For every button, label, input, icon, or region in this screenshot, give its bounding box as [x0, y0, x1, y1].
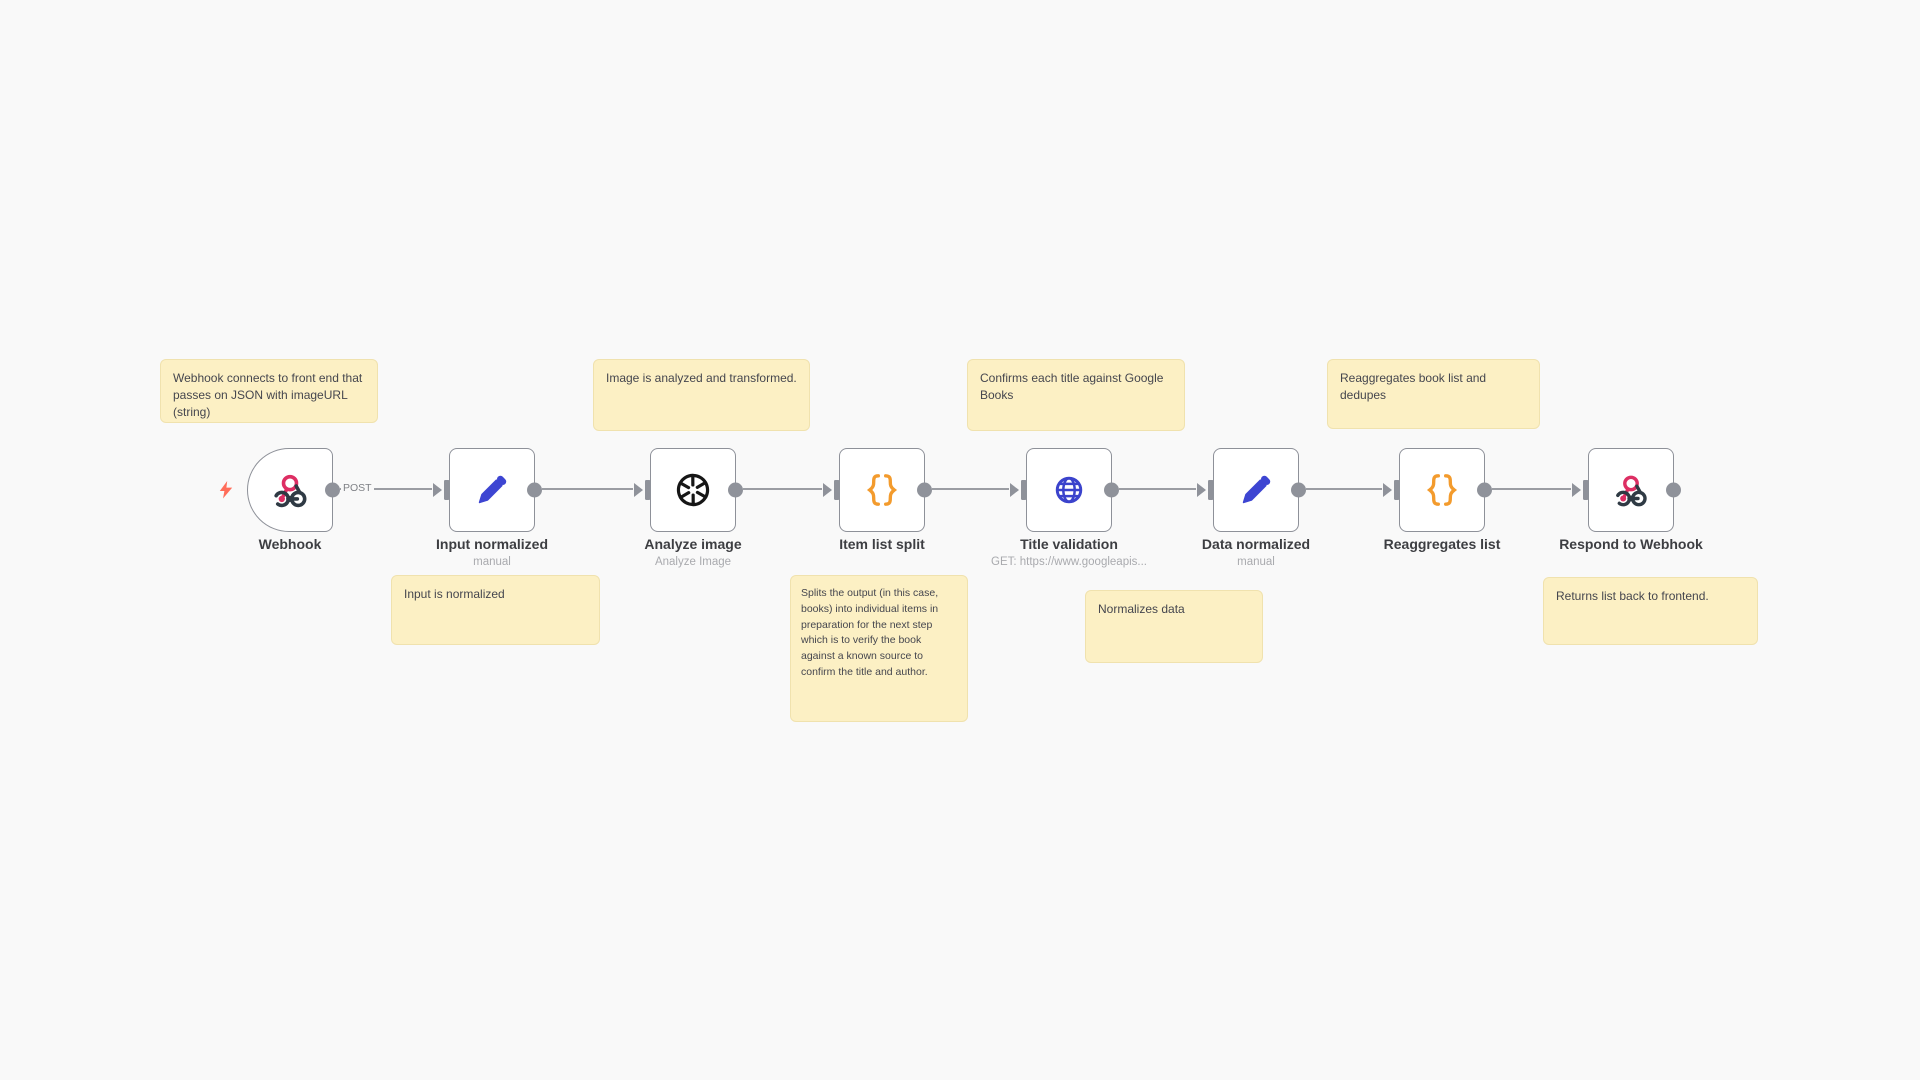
workflow-node-data-normalized[interactable]: Data normalized manual	[1197, 448, 1310, 568]
connection-data-reagg[interactable]	[1306, 488, 1382, 491]
webhook-icon	[269, 469, 311, 511]
node-label: Data normalized	[1201, 536, 1311, 552]
connection-input-analyze[interactable]	[542, 488, 633, 491]
sticky-note-webhook[interactable]: Webhook connects to front end that passe…	[160, 359, 378, 423]
sticky-note-returns-list[interactable]: Returns list back to frontend.	[1543, 577, 1758, 645]
braces-icon	[1421, 469, 1463, 511]
node-label: Respond to Webhook	[1559, 536, 1703, 552]
connection-reagg-respond[interactable]	[1492, 488, 1571, 491]
output-port[interactable]	[1477, 482, 1492, 498]
workflow-node-input-normalized[interactable]: Input normalized manual	[433, 448, 548, 568]
braces-icon	[861, 469, 903, 511]
workflow-node-item-list-split[interactable]: Item list split	[823, 448, 932, 552]
output-port[interactable]	[325, 482, 340, 498]
input-port[interactable]	[1197, 478, 1214, 502]
output-port[interactable]	[1291, 482, 1306, 498]
input-port[interactable]	[1383, 478, 1400, 502]
workflow-node-webhook[interactable]: Webhook	[219, 448, 340, 552]
node-subtitle: manual	[1237, 556, 1275, 568]
pencil-icon	[1236, 470, 1276, 510]
output-port[interactable]	[527, 482, 542, 498]
input-port[interactable]	[823, 478, 840, 502]
connection-analyze-split[interactable]	[743, 488, 822, 491]
output-port[interactable]	[728, 482, 743, 498]
workflow-node-respond-to-webhook[interactable]: Respond to Webhook	[1559, 448, 1703, 552]
sticky-note-split[interactable]: Splits the output (in this case, books) …	[790, 575, 968, 722]
connection-title-data[interactable]	[1119, 488, 1196, 491]
node-subtitle: manual	[473, 556, 511, 568]
sticky-note-normalizes-data[interactable]: Normalizes data	[1085, 590, 1263, 663]
globe-icon	[1048, 469, 1090, 511]
sticky-note-reaggregate[interactable]: Reaggregates book list and dedupes	[1327, 359, 1540, 429]
output-port[interactable]	[1666, 482, 1681, 498]
trigger-bolt-icon	[219, 481, 233, 499]
sticky-note-input-normalized[interactable]: Input is normalized	[391, 575, 600, 645]
node-label: Reaggregates list	[1383, 536, 1501, 552]
node-subtitle: Analyze Image	[654, 556, 732, 568]
output-port[interactable]	[917, 482, 932, 498]
input-port[interactable]	[1010, 478, 1027, 502]
sticky-note-analyze[interactable]: Image is analyzed and transformed.	[593, 359, 810, 431]
webhook-icon	[1611, 470, 1651, 510]
workflow-node-reaggregates-list[interactable]: Reaggregates list	[1383, 448, 1500, 552]
openai-icon	[671, 468, 715, 512]
input-port[interactable]	[1572, 478, 1589, 502]
input-port[interactable]	[433, 478, 450, 502]
workflow-node-analyze-image[interactable]: Analyze image Analyze Image	[634, 448, 743, 568]
node-label: Input normalized	[436, 536, 548, 552]
connection-label-post: POST	[341, 481, 374, 495]
node-label: Webhook	[258, 536, 322, 552]
workflow-node-title-validation[interactable]: Title validation GET: https://www.google…	[991, 448, 1147, 568]
sticky-note-title-validation[interactable]: Confirms each title against Google Books	[967, 359, 1185, 431]
connection-split-title[interactable]	[932, 488, 1009, 491]
output-port[interactable]	[1104, 482, 1119, 498]
node-label: Title validation	[1020, 536, 1118, 552]
pencil-icon	[472, 470, 512, 510]
node-subtitle: GET: https://www.googleapis...	[991, 556, 1147, 568]
input-port[interactable]	[634, 478, 651, 502]
node-label: Item list split	[839, 536, 925, 552]
connection-webhook-input[interactable]: POST	[340, 482, 432, 495]
node-label: Analyze image	[644, 536, 742, 552]
